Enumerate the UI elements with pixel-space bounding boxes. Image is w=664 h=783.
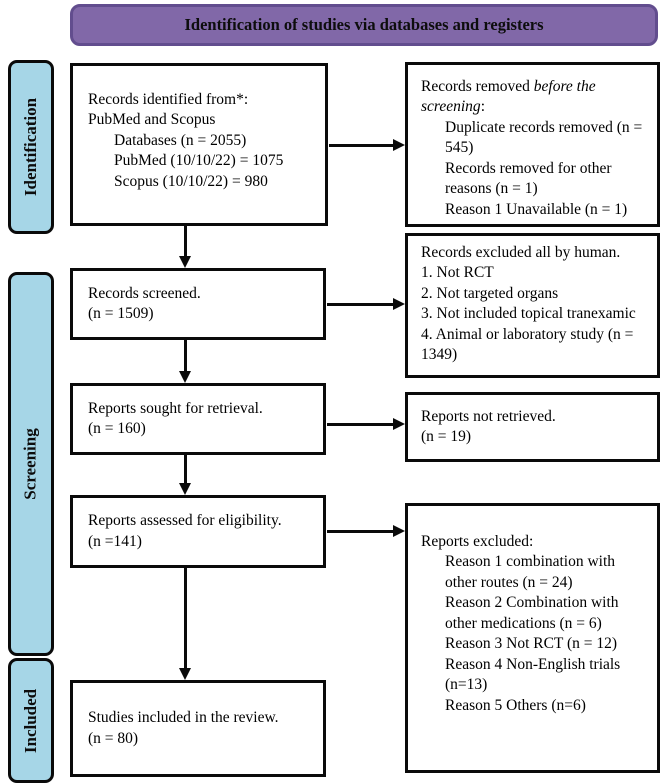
records-excluded-line: 4. Animal or laboratory study (n = 1349) — [421, 325, 634, 364]
records-identified-detail: PubMed (10/10/22) = 1075 — [114, 152, 284, 170]
reports-excluded-reason: Reason 2 Combination with other medicati… — [445, 594, 619, 632]
box-studies-included: Studies included in the review. (n = 80) — [70, 680, 326, 777]
arrow-identified-to-removed — [329, 144, 394, 147]
records-screened-line: Records screened. — [88, 284, 201, 302]
stage-label-included-text: Included — [21, 688, 40, 753]
records-excluded-line: Records excluded all by human. — [421, 244, 621, 261]
records-excluded-line: 3. Not included topical tranexamic — [421, 305, 636, 323]
banner-identification-of-studies: Identification of studies via databases … — [70, 4, 658, 46]
records-removed-intro: Records removed before the screening: — [421, 77, 649, 118]
reports-sought-count: (n = 160) — [88, 420, 146, 437]
stage-label-included: Included — [8, 658, 54, 783]
stage-label-screening: Screening — [8, 272, 54, 656]
box-records-excluded: Records excluded all by human. 1. Not RC… — [405, 233, 660, 378]
arrow-assessed-to-included — [184, 568, 187, 669]
records-excluded-line: 2. Not targeted organs — [421, 284, 559, 302]
reports-not-retrieved-count: (n = 19) — [421, 428, 472, 445]
stage-label-screening-text: Screening — [21, 428, 40, 500]
stage-label-identification: Identification — [8, 60, 54, 234]
reports-sought-line: Reports sought for retrieval. — [88, 399, 263, 417]
box-records-identified: Records identified from*: PubMed and Sco… — [70, 63, 328, 226]
reports-excluded-title: Reports excluded: — [421, 533, 534, 550]
records-removed-detail: Duplicate records removed (n = 545) — [445, 118, 643, 157]
reports-excluded-reason: Reason 5 Others (n=6) — [445, 696, 586, 714]
records-screened-count: (n = 1509) — [88, 305, 154, 322]
box-reports-not-retrieved: Reports not retrieved. (n = 19) — [405, 392, 660, 462]
studies-included-line: Studies included in the review. — [88, 709, 279, 727]
reports-excluded-reason: Reason 1 combination with other routes (… — [445, 553, 616, 591]
arrow-assessed-to-excluded — [327, 530, 394, 533]
arrow-screened-to-excluded — [327, 303, 394, 306]
records-removed-intro-italic: before the screening — [421, 78, 596, 116]
reports-assessed-count: (n =141) — [88, 532, 142, 550]
studies-included-count: (n = 80) — [88, 729, 139, 747]
box-reports-sought: Reports sought for retrieval. (n = 160) — [70, 383, 326, 455]
reports-excluded-reason: Reason 4 Non-English trials (n=13) — [445, 655, 621, 694]
reports-excluded-reason: Reason 3 Not RCT (n = 12) — [445, 635, 618, 653]
box-records-removed-before-screening: Records removed before the screening: Du… — [405, 62, 660, 227]
records-identified-line: Records identified from*: — [88, 91, 249, 108]
banner-title: Identification of studies via databases … — [184, 15, 544, 34]
reports-not-retrieved-line: Reports not retrieved. — [421, 407, 556, 425]
reports-assessed-line: Reports assessed for eligibility. — [88, 512, 282, 530]
arrow-sought-to-not-retrieved — [327, 423, 394, 426]
box-records-screened: Records screened. (n = 1509) — [70, 268, 326, 340]
arrow-sought-to-assessed — [184, 455, 187, 484]
box-reports-assessed: Reports assessed for eligibility. (n =14… — [70, 495, 326, 568]
arrow-identified-to-screened — [184, 226, 187, 257]
records-identified-line: PubMed and Scopus — [88, 111, 216, 129]
box-reports-excluded: Reports excluded: Reason 1 combination w… — [405, 503, 660, 773]
arrow-screened-to-sought — [184, 340, 187, 372]
records-identified-detail: Databases (n = 2055) — [114, 131, 247, 149]
records-removed-detail: Reason 1 Unavailable (n = 1) — [445, 200, 628, 218]
records-excluded-line: 1. Not RCT — [421, 264, 494, 282]
records-removed-intro-normal: Records removed — [421, 78, 534, 95]
records-identified-detail: Scopus (10/10/22) = 980 — [114, 172, 268, 190]
records-removed-intro-suffix: : — [480, 98, 485, 116]
records-removed-detail: Records removed for other reasons (n = 1… — [445, 159, 612, 198]
stage-label-identification-text: Identification — [21, 97, 41, 197]
